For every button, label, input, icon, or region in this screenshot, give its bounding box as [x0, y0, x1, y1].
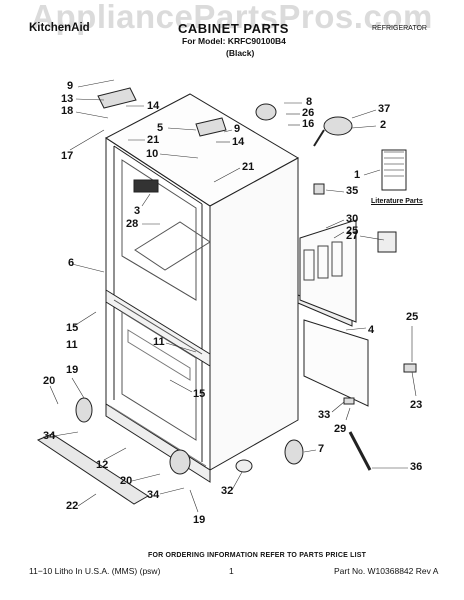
- top-hinge-left: [97, 87, 137, 109]
- footer-page-number: 1: [229, 566, 234, 576]
- round-plug: [235, 459, 253, 473]
- ordering-info: FOR ORDERING INFORMATION REFER TO PARTS …: [148, 552, 367, 559]
- callout-11: 11: [66, 339, 78, 351]
- callout-3: 3: [134, 205, 141, 217]
- callout-20: 20: [43, 375, 56, 387]
- page-title: CABINET PARTS: [178, 21, 289, 36]
- thermistor: [313, 183, 325, 195]
- callout-17: 17: [61, 150, 74, 162]
- model-color: (Black): [226, 48, 255, 58]
- callout-35: 35: [346, 185, 359, 197]
- callout-22: 22: [66, 500, 79, 512]
- callout-9: 9: [234, 123, 241, 135]
- freezer-drawer: [303, 319, 369, 407]
- leveling-wheel-left: [75, 397, 93, 423]
- ice-maker-bracket: [133, 179, 159, 193]
- wire-clip: [403, 363, 417, 373]
- callout-14: 14: [232, 136, 245, 148]
- callout-27: 27: [346, 230, 359, 242]
- callout-6: 6: [68, 257, 75, 269]
- callout-30: 30: [346, 213, 359, 225]
- callout-10: 10: [146, 148, 159, 160]
- callout-21: 21: [147, 134, 160, 146]
- callout-1: 1: [354, 169, 361, 181]
- callout-19: 19: [193, 514, 206, 526]
- cabinet-base: [105, 403, 211, 483]
- water-valve: [323, 116, 353, 136]
- callout-9: 9: [67, 80, 74, 92]
- callout-14: 14: [147, 100, 160, 112]
- callout-15: 15: [193, 388, 206, 400]
- callout-8: 8: [306, 96, 313, 108]
- callout-2: 2: [380, 119, 387, 131]
- callout-21: 21: [242, 161, 255, 173]
- callout-33: 33: [318, 409, 331, 421]
- toe-grille: [36, 433, 149, 505]
- callout-23: 23: [410, 399, 423, 411]
- callout-25: 25: [406, 311, 419, 323]
- divider-mullion: [105, 289, 211, 367]
- product-type: REFRIGERATOR: [372, 25, 427, 32]
- callout-13: 13: [61, 93, 74, 105]
- callout-34: 34: [147, 489, 160, 501]
- small-clip: [343, 397, 355, 405]
- callout-5: 5: [157, 122, 164, 134]
- callout-25: 25: [346, 225, 359, 237]
- brand-name: KitchenAid: [29, 22, 90, 34]
- callout-16: 16: [302, 118, 315, 130]
- leveling-wheel-right: [169, 449, 191, 475]
- literature-parts-label: Literature Parts: [371, 198, 423, 205]
- top-hinge-center: [195, 117, 227, 137]
- callout-19: 19: [66, 364, 79, 376]
- footer-part-number: Part No. W10368842 Rev A: [334, 566, 439, 576]
- footer-litho: 11−10 Litho In U.S.A. (MMS) (psw): [29, 566, 161, 576]
- callout-20: 20: [120, 475, 133, 487]
- callout-4: 4: [368, 324, 375, 336]
- water-tube: [348, 431, 372, 471]
- callout-36: 36: [410, 461, 423, 473]
- callout-28: 28: [126, 218, 139, 230]
- callout-11: 11: [153, 336, 165, 348]
- light-socket: [255, 103, 277, 121]
- callout-26: 26: [302, 107, 315, 119]
- header: AppliancePartsPros.com KitchenAid CABINE…: [0, 0, 464, 70]
- callout-18: 18: [61, 105, 74, 117]
- callout-15: 15: [66, 322, 79, 334]
- callout-29: 29: [334, 423, 347, 435]
- watermark: AppliancePartsPros.com: [31, 0, 433, 35]
- door-closer-wheel: [284, 439, 304, 465]
- callout-32: 32: [221, 485, 234, 497]
- callout-37: 37: [378, 103, 391, 115]
- drain-cover: [377, 231, 397, 253]
- callout-7: 7: [318, 443, 325, 455]
- model-number: For Model: KRFC90100B4: [182, 36, 286, 46]
- callout-34: 34: [43, 430, 56, 442]
- cabinet-right-side: [209, 157, 299, 471]
- callout-12: 12: [96, 459, 109, 471]
